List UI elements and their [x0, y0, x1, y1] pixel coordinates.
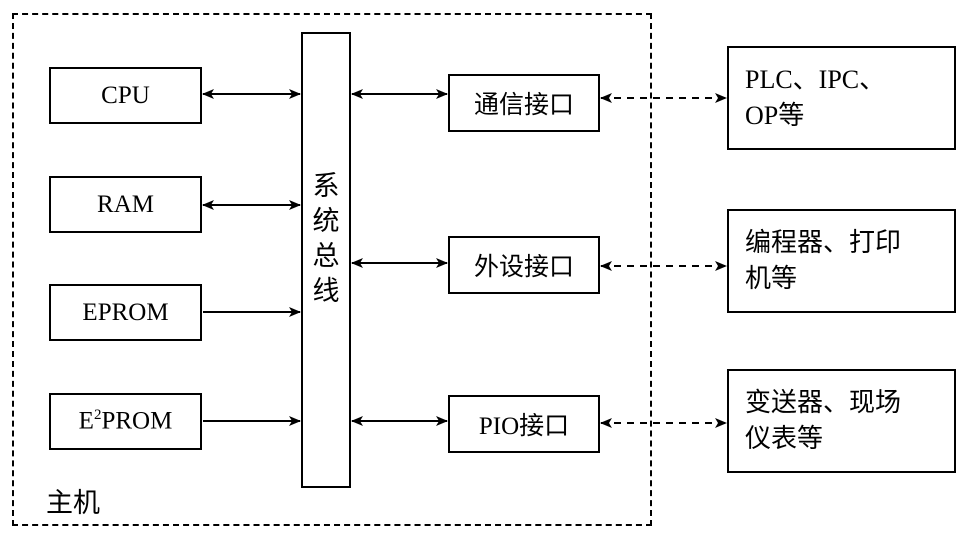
peripheral-devices-block: 编程器、打印 机等	[727, 209, 956, 313]
peripheral-devices-line-1: 编程器、打印	[745, 228, 902, 257]
eprom-label: EPROM	[82, 298, 169, 326]
comm-devices-line-1: PLC、IPC、	[745, 65, 886, 94]
field-devices-line-1: 变送器、现场	[745, 388, 902, 417]
e2prom-block: E2PROM	[49, 393, 202, 450]
field-devices-block: 变送器、现场 仪表等	[727, 369, 956, 473]
comm-interface-block: 通信接口	[448, 74, 600, 132]
peripheral-devices-line-2: 机等	[745, 264, 798, 293]
pio-interface-block: PIO接口	[448, 395, 600, 453]
host-label: 主机	[46, 488, 100, 518]
comm-devices-line-2: OP等	[745, 101, 805, 130]
peripheral-interface-label: 外设接口	[473, 254, 574, 281]
ram-block: RAM	[49, 176, 202, 233]
pio-interface-label: PIO接口	[478, 413, 570, 440]
field-devices-line-2: 仪表等	[745, 424, 824, 453]
bus-label: 系 统 总 线	[312, 171, 340, 306]
peripheral-interface-block: 外设接口	[448, 236, 600, 294]
system-bus: 系 统 总 线	[301, 32, 351, 488]
ram-label: RAM	[97, 190, 154, 218]
cpu-label: CPU	[101, 81, 150, 109]
comm-interface-label: 通信接口	[473, 92, 574, 119]
comm-devices-block: PLC、IPC、 OP等	[727, 46, 956, 150]
cpu-block: CPU	[49, 67, 202, 124]
eprom-block: EPROM	[49, 284, 202, 341]
e2prom-label: E2PROM	[78, 407, 173, 435]
